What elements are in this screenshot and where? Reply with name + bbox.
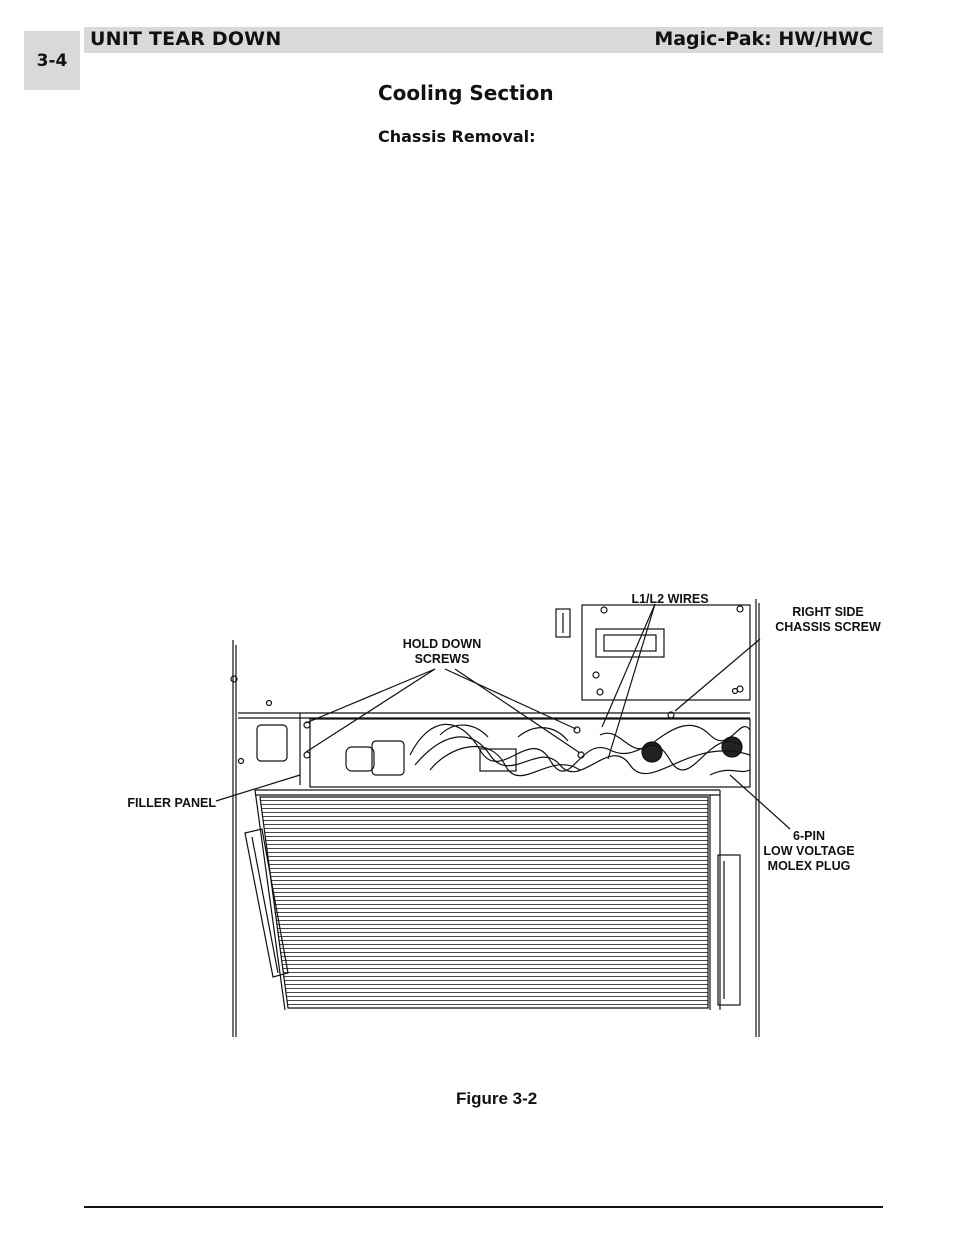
figure-caption: Figure 3-2: [456, 1089, 538, 1108]
callout-hold-down-screws: HOLD DOWN SCREWS: [387, 637, 497, 667]
section-title: Cooling Section: [378, 81, 554, 105]
callout-filler-panel-text: FILLER PANEL: [127, 796, 216, 810]
callout-l1-l2-wires: L1/L2 WIRES: [615, 592, 725, 607]
callout-right-side-line2: CHASSIS SCREW: [775, 620, 881, 634]
callout-molex-line2: LOW VOLTAGE: [763, 844, 855, 858]
callout-molex-line1: 6-PIN: [793, 829, 825, 843]
callout-l1-l2-text: L1/L2 WIRES: [631, 592, 709, 606]
page-number-tab: 3-4: [24, 31, 80, 90]
header-chapter-title: UNIT TEAR DOWN: [90, 28, 282, 50]
page-number: 3-4: [36, 50, 68, 71]
callout-right-side-chassis-screw: RIGHT SIDE CHASSIS SCREW: [766, 605, 890, 635]
callout-hold-down-line2: SCREWS: [414, 652, 470, 666]
footer-rule: [84, 1206, 883, 1208]
callout-right-side-line1: RIGHT SIDE: [792, 605, 864, 619]
chassis-figure: L1/L2 WIRES RIGHT SIDE CHASSIS SCREW HOL…: [110, 585, 900, 1045]
chassis-illustration: [215, 599, 791, 1037]
callout-molex-line3: MOLEX PLUG: [767, 859, 851, 873]
subsection-title: Chassis Removal:: [378, 127, 536, 146]
callout-molex-plug: 6-PIN LOW VOLTAGE MOLEX PLUG: [751, 829, 867, 874]
callout-filler-panel: FILLER PANEL: [110, 796, 216, 811]
page-header: UNIT TEAR DOWN Magic-Pak: HW/HWC: [84, 27, 883, 53]
callout-hold-down-line1: HOLD DOWN: [402, 637, 482, 651]
header-product-name: Magic-Pak: HW/HWC: [654, 28, 873, 50]
